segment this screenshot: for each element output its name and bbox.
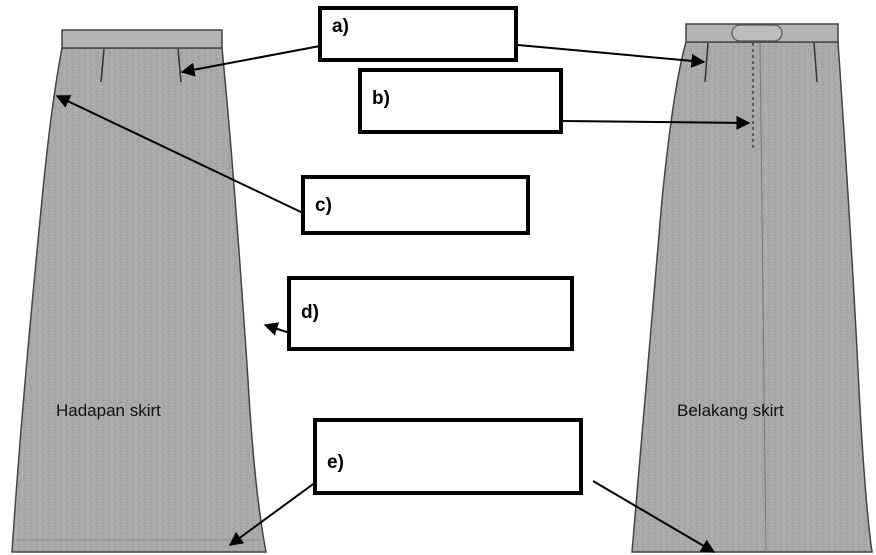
label-box-b-letter: b) [372,88,390,109]
front-skirt [11,29,267,553]
back-skirt [631,23,873,553]
back-dart-left [704,42,709,83]
label-box-c[interactable]: c) [301,175,530,235]
arrow-e-front [228,481,317,546]
label-box-a-letter: a) [332,16,349,37]
label-box-e[interactable]: e) [313,418,583,495]
back-dart-right [813,42,818,83]
back-center-seam [759,42,767,553]
front-waistband [61,29,223,49]
label-box-a[interactable]: a) [318,6,518,62]
arrow-d-front [263,322,291,336]
front-dart-right [177,48,182,83]
back-waistband-tab [731,24,783,42]
arrow-a-front [180,45,321,77]
arrow-c-front [55,95,304,214]
label-box-d[interactable]: d) [287,276,574,351]
label-box-b[interactable]: b) [358,68,563,134]
arrow-b-back [562,115,751,130]
front-skirt-body [11,47,267,553]
front-dart-left [100,48,105,83]
label-box-d-letter: d) [301,302,319,323]
front-skirt-caption: Hadapan skirt [56,401,161,420]
label-box-e-letter: e) [327,452,344,473]
pointer-arrows [55,44,751,553]
back-skirt-body [631,41,873,553]
arrow-a-back [517,44,706,68]
back-skirt-caption: Belakang skirt [677,401,784,420]
label-box-c-letter: c) [315,195,332,216]
arrow-e-back [592,480,716,553]
